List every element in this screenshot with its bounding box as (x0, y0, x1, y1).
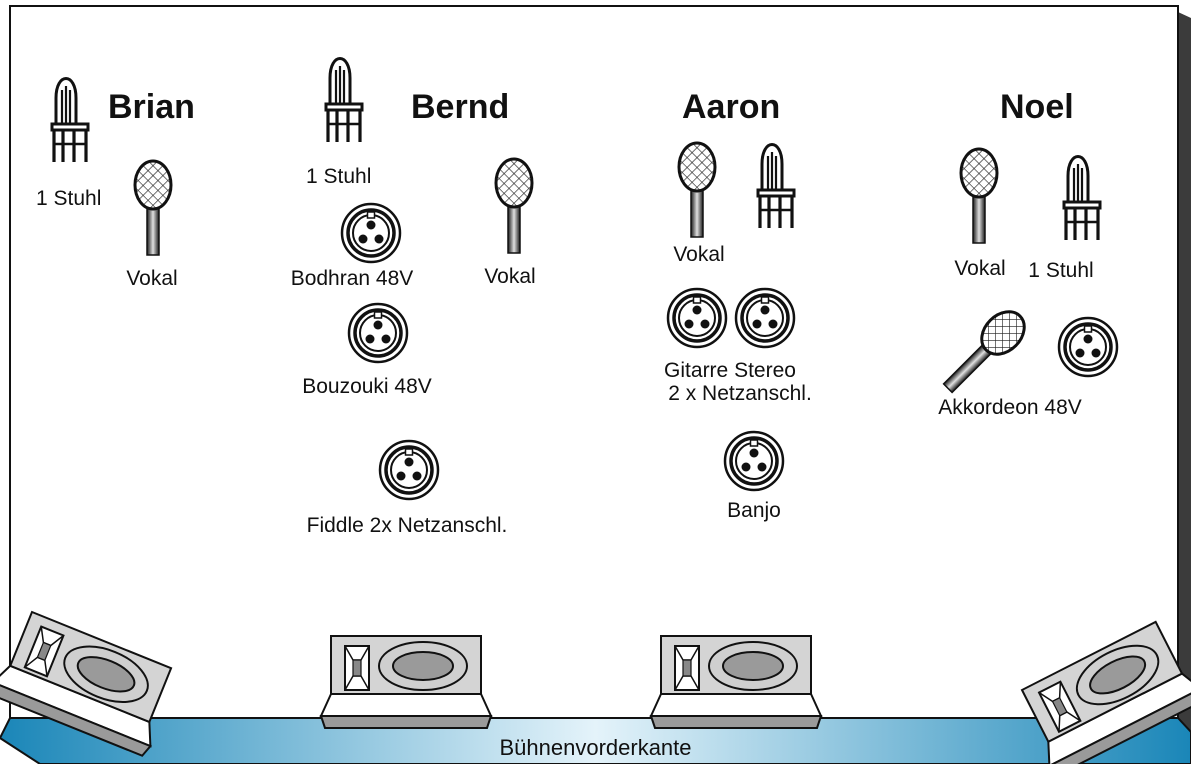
brian-chair-label: 1 Stuhl (36, 187, 102, 210)
bernd-vocal-label: Vokal (484, 265, 536, 288)
monitor-speaker-icon (320, 635, 492, 729)
musician-name-noel: Noel (1000, 88, 1074, 126)
bernd-fiddle-label: Fiddle 2x Netzanschl. (306, 514, 508, 537)
bernd-bouzouki-label: Bouzouki 48V (302, 375, 432, 398)
aaron-vocal-label: Vokal (673, 243, 725, 266)
aaron-banjo-label: Banjo (727, 499, 781, 522)
musician-name-brian: Brian (108, 88, 195, 126)
stage-front-edge (0, 717, 1191, 764)
xlr-input-icon (666, 287, 728, 349)
xlr-input-icon (1057, 316, 1119, 378)
microphone-icon (942, 310, 1026, 394)
aaron-guitar-label-line1: Gitarre Stereo (664, 359, 796, 382)
brian-vocal-label: Vokal (126, 267, 178, 290)
xlr-input-icon (347, 302, 409, 364)
monitor-speaker-icon (650, 635, 822, 729)
musician-name-bernd: Bernd (411, 88, 510, 126)
noel-chair-label: 1 Stuhl (1028, 259, 1094, 282)
xlr-input-icon (340, 202, 402, 264)
noel-vocal-label: Vokal (954, 257, 1006, 280)
bernd-bodhran-label: Bodhran 48V (290, 267, 414, 290)
stage-front-label: Bühnenvorderkante (499, 735, 692, 760)
aaron-guitar-label-line2: 2 x Netzanschl. (668, 382, 812, 405)
bernd-chair-label: 1 Stuhl (306, 165, 372, 188)
xlr-input-icon (723, 430, 785, 492)
xlr-input-icon (378, 439, 440, 501)
xlr-input-icon (734, 287, 796, 349)
musician-name-aaron: Aaron (682, 88, 781, 126)
noel-accordion-label: Akkordeon 48V (938, 396, 1082, 419)
